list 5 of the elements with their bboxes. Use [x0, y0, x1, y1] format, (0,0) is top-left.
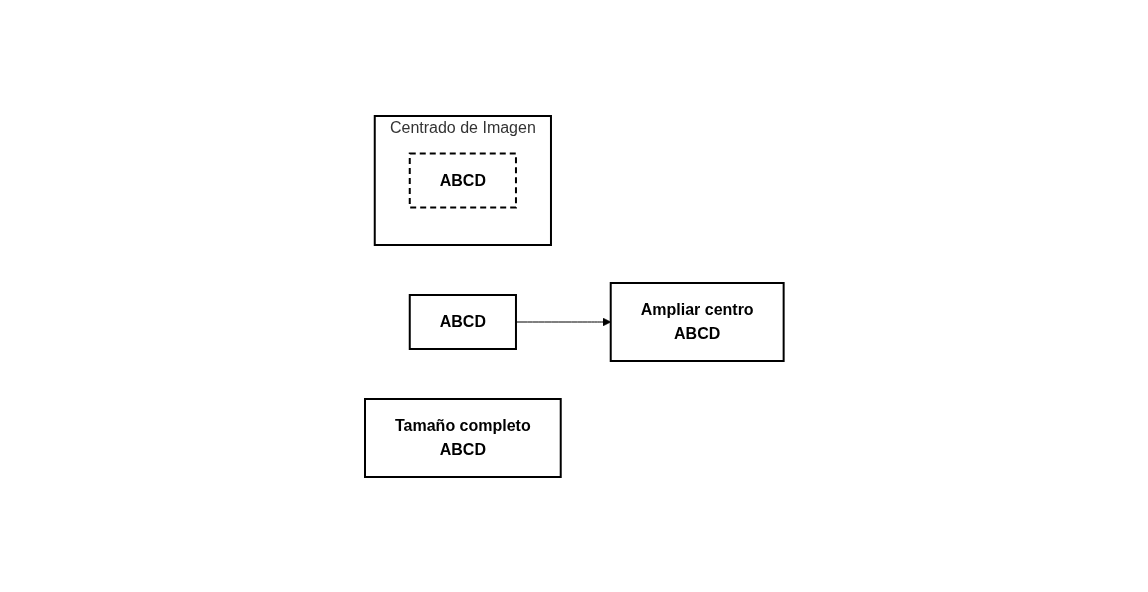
node-box: Ampliar centro ABCD — [609, 281, 785, 362]
node-box: Tamaño completo ABCD — [363, 397, 562, 478]
node-box: ABCD — [408, 293, 517, 350]
arrow — [515, 317, 611, 326]
node-box: ABCD — [408, 152, 517, 208]
